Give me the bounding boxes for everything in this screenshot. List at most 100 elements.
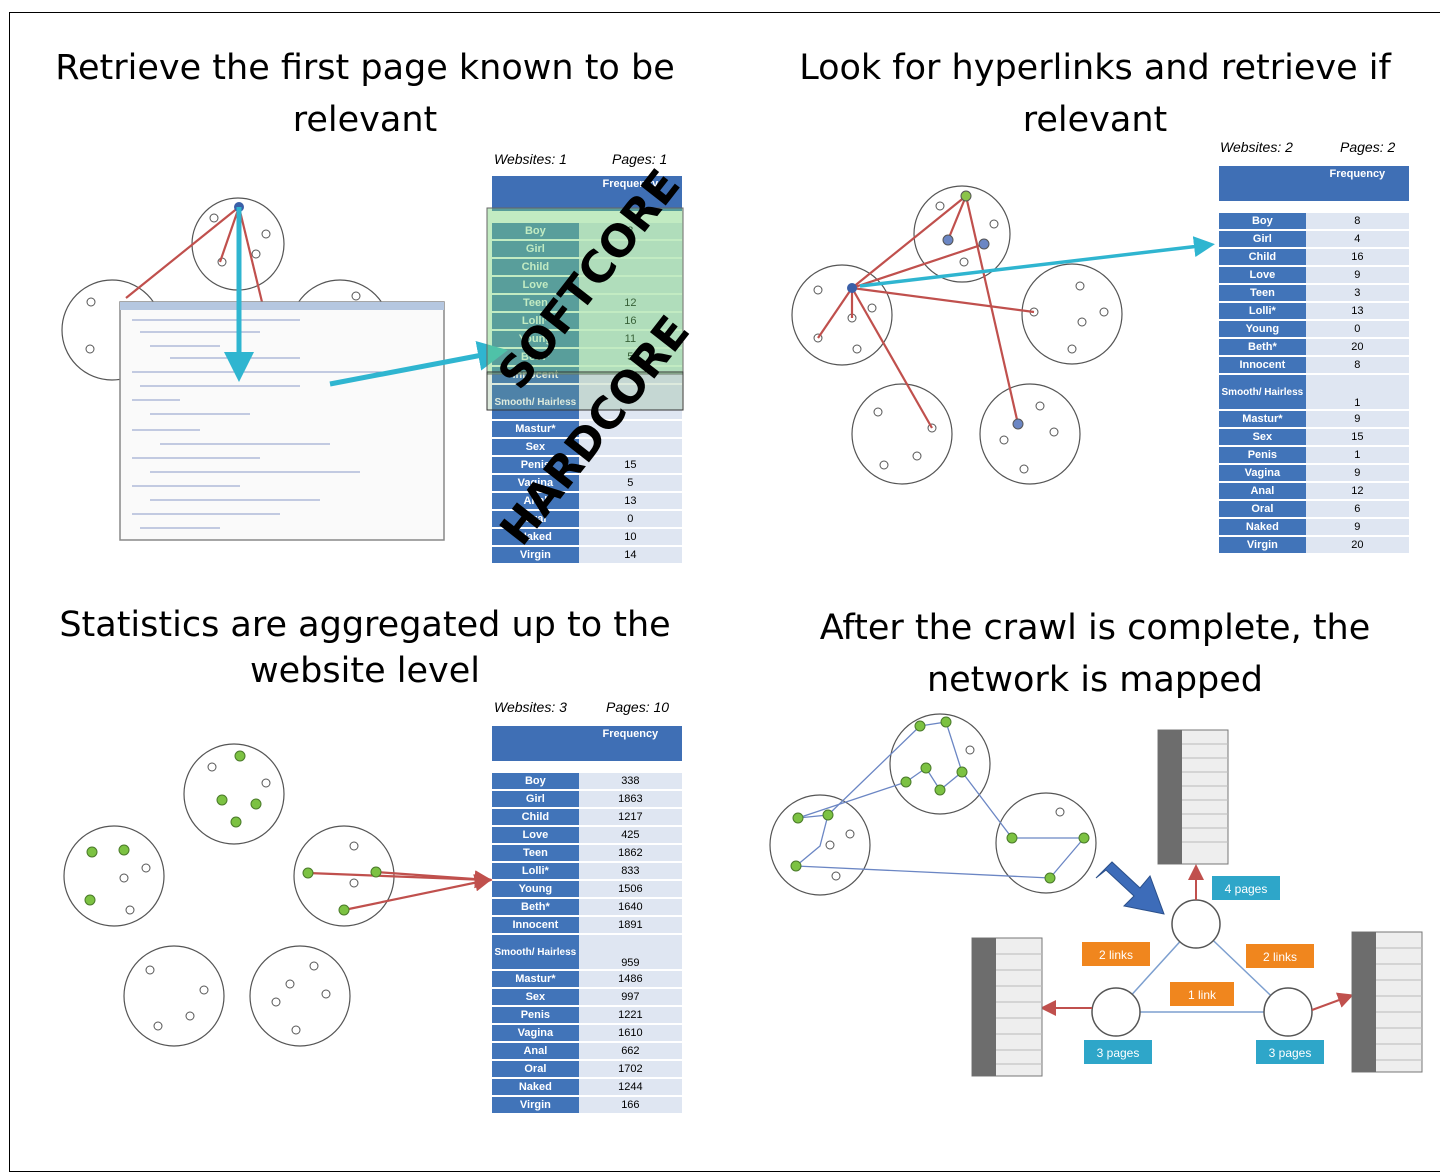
table-header: Frequency <box>578 726 682 761</box>
frequency-cell: 1863 <box>578 791 682 807</box>
frequency-cell <box>578 421 682 437</box>
table-row: Mastur* <box>492 421 682 437</box>
term-cell: Beth* <box>492 349 579 365</box>
table-row: Lolli*833 <box>492 863 682 879</box>
network-node-left <box>1091 987 1141 1037</box>
term-cell: Virgin <box>1219 537 1306 553</box>
website-node <box>913 185 1011 283</box>
table-row: Sex <box>492 439 682 455</box>
frequency-cell: 9 <box>1305 267 1409 283</box>
website-node <box>851 383 953 485</box>
page-source-screenshot <box>119 301 445 541</box>
frequency-cell: 15 <box>578 457 682 473</box>
term-cell: Mastur* <box>1219 411 1306 427</box>
panel2-title-line2: relevant <box>1022 100 1168 140</box>
panel1-title-line1: Retrieve the first page known to be <box>55 48 675 88</box>
panel1-title: Retrieve the first page known to be rele… <box>40 42 690 146</box>
panel3-websites-count: Websites: 3 <box>494 699 567 715</box>
frequency-cell: 9 <box>1305 519 1409 535</box>
panel2-graph <box>791 185 1215 485</box>
frequency-cell <box>578 277 682 293</box>
term-cell: Innocent <box>492 917 579 933</box>
website-node <box>1021 263 1123 365</box>
frequency-cell: 8 <box>1305 213 1409 229</box>
table-row: Love <box>492 277 682 293</box>
term-cell: Vagina <box>1219 465 1306 481</box>
panel2-title-line1: Look for hyperlinks and retrieve if <box>799 48 1391 88</box>
table-row: Teen12 <box>492 295 682 311</box>
panel3-pages-count: Pages: 10 <box>606 699 670 715</box>
term-cell: Oral <box>492 511 579 527</box>
term-cell: Naked <box>1219 519 1306 535</box>
table-row: Child <box>492 259 682 275</box>
frequency-cell: 833 <box>578 863 682 879</box>
website-node <box>249 945 351 1047</box>
frequency-cell: 14 <box>578 547 682 563</box>
term-cell: Love <box>492 277 579 293</box>
term-cell: Young <box>492 331 579 347</box>
frequency-cell: 12 <box>578 295 682 311</box>
frequency-cell: 1 <box>1305 375 1409 409</box>
table-corner <box>1219 166 1306 201</box>
term-cell: Teen <box>492 845 579 861</box>
table-row: Mastur*1486 <box>492 971 682 987</box>
frequency-cell: 11 <box>578 331 682 347</box>
term-cell: Mastur* <box>492 971 579 987</box>
term-cell: Child <box>492 809 579 825</box>
frequency-cell: 1 <box>1305 447 1409 463</box>
panel1-pages-count: Pages: 1 <box>612 151 668 167</box>
pages-badge-left: 3 pages <box>1084 1040 1152 1064</box>
panel1-frequency-table: Frequency Boy3GirlChildLoveTeen12Lolli*1… <box>492 174 682 565</box>
panel2-pages-count: Pages: 2 <box>1340 139 1396 155</box>
frequency-cell <box>578 385 682 419</box>
term-cell: Boy <box>492 773 579 789</box>
frequency-cell: 1217 <box>578 809 682 825</box>
links-badge-bottom-text: 1 link <box>1188 988 1217 1002</box>
term-cell: Penis <box>1219 447 1306 463</box>
term-cell: Girl <box>492 791 579 807</box>
frequency-cell: 1221 <box>578 1007 682 1023</box>
frequency-cell: 15 <box>1305 429 1409 445</box>
frequency-cell: 5 <box>578 475 682 491</box>
pages-badge-left-text: 3 pages <box>1097 1046 1140 1060</box>
term-cell: Boy <box>1219 213 1306 229</box>
panel3-title: Statistics are aggregated up to the webs… <box>40 602 690 694</box>
mini-table-top <box>1157 729 1229 865</box>
website-node <box>183 743 285 845</box>
website-node <box>979 383 1081 485</box>
term-cell: Teen <box>492 295 579 311</box>
panel4-title-line2: network is mapped <box>926 660 1264 700</box>
frequency-cell: 8 <box>1305 357 1409 373</box>
frequency-cell: 4 <box>1305 231 1409 247</box>
panel4-graph: 4 pages 2 links 2 links 1 link 3 pages 3… <box>769 713 1423 1077</box>
term-cell: Innocent <box>1219 357 1306 373</box>
term-cell: Love <box>492 827 579 843</box>
panel2-websites-count: Websites: 2 <box>1220 139 1293 155</box>
term-cell: Oral <box>1219 501 1306 517</box>
pages-badge-top: 4 pages <box>1212 876 1280 900</box>
table-row: Mastur*9 <box>1219 411 1409 427</box>
term-cell: Lolli* <box>492 863 579 879</box>
